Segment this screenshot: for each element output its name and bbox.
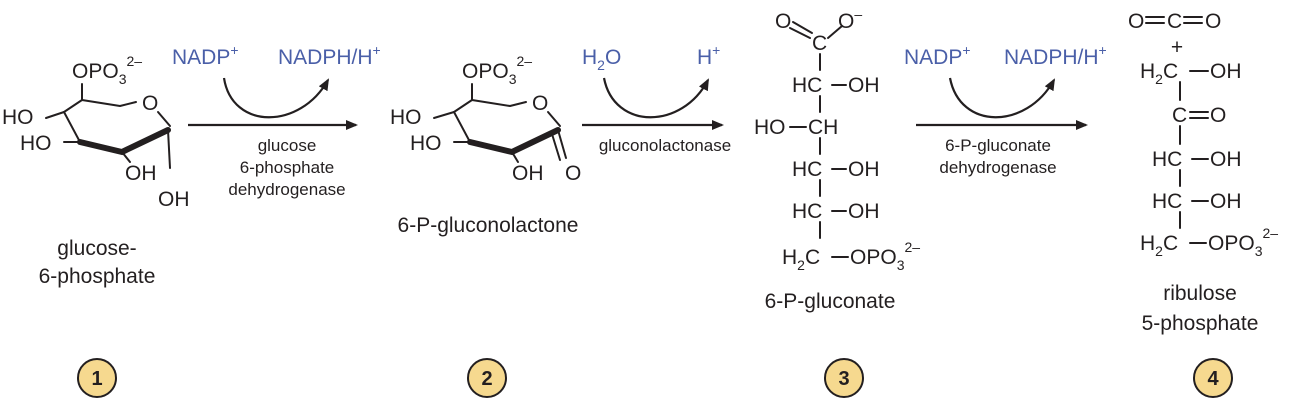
step-badge-1: 1 [77, 358, 117, 398]
co2-double-bond [1183, 16, 1203, 24]
bond [547, 111, 561, 127]
cofactor-in-nadp: NADP+ [172, 42, 239, 69]
atom-oh: OH [848, 200, 880, 223]
reactant-water: H2O [582, 46, 621, 73]
enzyme-1-line2: 6-phosphate [240, 158, 335, 177]
bond [157, 111, 171, 127]
step-number: 2 [481, 368, 492, 390]
atom-oh: OH [848, 74, 880, 97]
ring-top-bonds [63, 99, 137, 113]
carboxyl-carbon: C [812, 32, 827, 55]
co2-oxygen-1: O [1128, 10, 1144, 33]
atom-ho-2: HO [410, 132, 442, 155]
ring-bold-front [77, 127, 171, 156]
cofactor-out-nadph: NADPH/H+ [1004, 42, 1107, 69]
carbonyl-oxygen: O [565, 162, 581, 185]
atom-h2c: H2C [1140, 60, 1178, 87]
cofactor-curve-arrow [222, 77, 329, 119]
enzyme-1-line1: glucose [258, 136, 317, 155]
atom-hc: HC [1152, 148, 1182, 171]
reaction-2: H2O H+ gluconolactonase [582, 42, 731, 155]
atom-oh: OH [1210, 190, 1242, 213]
step-badge-3: 3 [824, 358, 864, 398]
ring-oxygen: O [532, 92, 548, 115]
bond [433, 111, 455, 119]
atom-ho-2: HO [20, 132, 52, 155]
compound-ribulose-5-phosphate: O C O + H2C OH C O HC OH HC OH H2C OPO32… [1128, 10, 1278, 259]
step-number: 1 [91, 368, 102, 390]
label-glucose-6-phosphate-line1: glucose- [57, 237, 136, 260]
product-proton: H+ [697, 42, 720, 69]
step-number: 4 [1207, 368, 1219, 390]
cofactor-in-nadp: NADP+ [904, 42, 971, 69]
compound-glucose-6-phosphate: OPO32– HO O HO OH OH [2, 53, 190, 211]
step-badge-4: 4 [1193, 358, 1233, 398]
step-badge-2: 2 [467, 358, 507, 398]
carbonyl-double-bond [551, 129, 567, 161]
atom-hc: HC [792, 200, 822, 223]
atom-ho-1: HO [390, 106, 422, 129]
atom-ho: HO [754, 116, 786, 139]
atom-oh: OH [1210, 148, 1242, 171]
atom-opo3: OPO32– [850, 239, 920, 273]
atom-hc: HC [792, 74, 822, 97]
carboxylate-oxygen: O– [838, 6, 862, 33]
enzyme-3-line1: 6-P-gluconate [945, 136, 1051, 155]
keto-carbon: C [1172, 104, 1187, 127]
co2-oxygen-2: O [1205, 10, 1221, 33]
compound-6-p-gluconolactone: OPO32– HO O HO OH O [390, 53, 581, 185]
bond [827, 25, 843, 39]
reaction-3: NADP+ NADPH/H+ 6-P-gluconate dehydrogena… [904, 42, 1107, 177]
atom-oh: OH [848, 158, 880, 181]
reaction-1: NADP+ NADPH/H+ glucose 6-phosphate dehyd… [172, 42, 381, 199]
plus-sign: + [1171, 36, 1183, 59]
label-6-p-gluconate: 6-P-gluconate [765, 290, 896, 313]
atom-opo3: OPO32– [1208, 225, 1278, 259]
enzyme-1-line3: dehydrogenase [228, 180, 345, 199]
atom-hc: HC [792, 158, 822, 181]
bond [45, 111, 65, 119]
cofactor-out-nadph: NADPH/H+ [278, 42, 381, 69]
ring-oxygen: O [142, 92, 158, 115]
bond [511, 151, 519, 163]
co2-carbon: C [1167, 10, 1182, 33]
atom-oh: OH [512, 162, 544, 185]
enzyme-2: gluconolactonase [599, 136, 731, 155]
carboxyl-oxygen: O [775, 10, 791, 33]
label-ribulose-line2: 5-phosphate [1142, 312, 1259, 335]
atom-ch: CH [808, 116, 838, 139]
atom-hc: HC [1152, 190, 1182, 213]
keto-double-bond [1189, 111, 1209, 119]
carboxyl-double-bond [789, 21, 813, 39]
atom-oh-3: OH [125, 162, 157, 185]
co2-double-bond [1145, 16, 1165, 24]
keto-oxygen: O [1210, 104, 1226, 127]
atom-h2c: H2C [1140, 232, 1178, 259]
bond [121, 151, 131, 163]
label-ribulose-line1: ribulose [1163, 282, 1237, 305]
bond [167, 129, 171, 169]
atom-oh-1: OH [158, 188, 190, 211]
ring-bold-front [467, 127, 561, 156]
step-number: 3 [838, 368, 849, 390]
label-glucose-6-phosphate-line2: 6-phosphate [39, 265, 156, 288]
atom-opo3: OPO32– [72, 53, 142, 87]
cofactor-curve-arrow [948, 77, 1055, 119]
ring-top-bonds [453, 99, 527, 113]
compound-6-p-gluconate: O O– C HC OH HO CH HC OH HC OH H2C OPO32… [754, 6, 920, 273]
atom-opo3: OPO32– [462, 53, 532, 87]
water-curve-arrow [602, 77, 709, 119]
atom-h2c: H2C [782, 246, 820, 273]
label-6-p-gluconolactone: 6-P-gluconolactone [398, 214, 579, 237]
bond [63, 111, 81, 143]
atom-ho-1: HO [2, 106, 34, 129]
atom-oh: OH [1210, 60, 1242, 83]
enzyme-3-line2: dehydrogenase [939, 158, 1056, 177]
bond [453, 111, 471, 143]
